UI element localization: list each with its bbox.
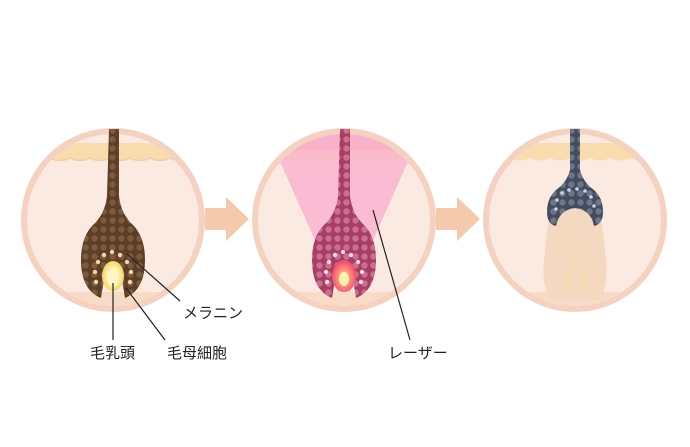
melanin-dots — [323, 249, 365, 285]
panel-laser — [252, 128, 436, 312]
empty-follicle — [543, 205, 607, 300]
papilla-outline — [565, 261, 587, 291]
label-papilla: 毛乳頭 — [90, 344, 135, 362]
melanin-leader — [126, 253, 181, 302]
panel-after — [483, 128, 667, 312]
label-laser: レーザー — [388, 344, 448, 362]
leader-lines — [112, 209, 411, 341]
detached-hair — [547, 129, 603, 226]
laser-leader — [372, 209, 411, 341]
arrow-right-icon — [436, 197, 480, 241]
matrix-leader — [125, 287, 166, 341]
panel-before — [21, 128, 205, 312]
hair-shaft — [312, 129, 376, 298]
label-melanin: メラニン — [183, 304, 243, 322]
arrow-right-icon — [205, 197, 249, 241]
label-matrix: 毛母細胞 — [167, 344, 227, 362]
melanin-dots — [554, 187, 596, 211]
melanin-dots — [92, 249, 134, 285]
